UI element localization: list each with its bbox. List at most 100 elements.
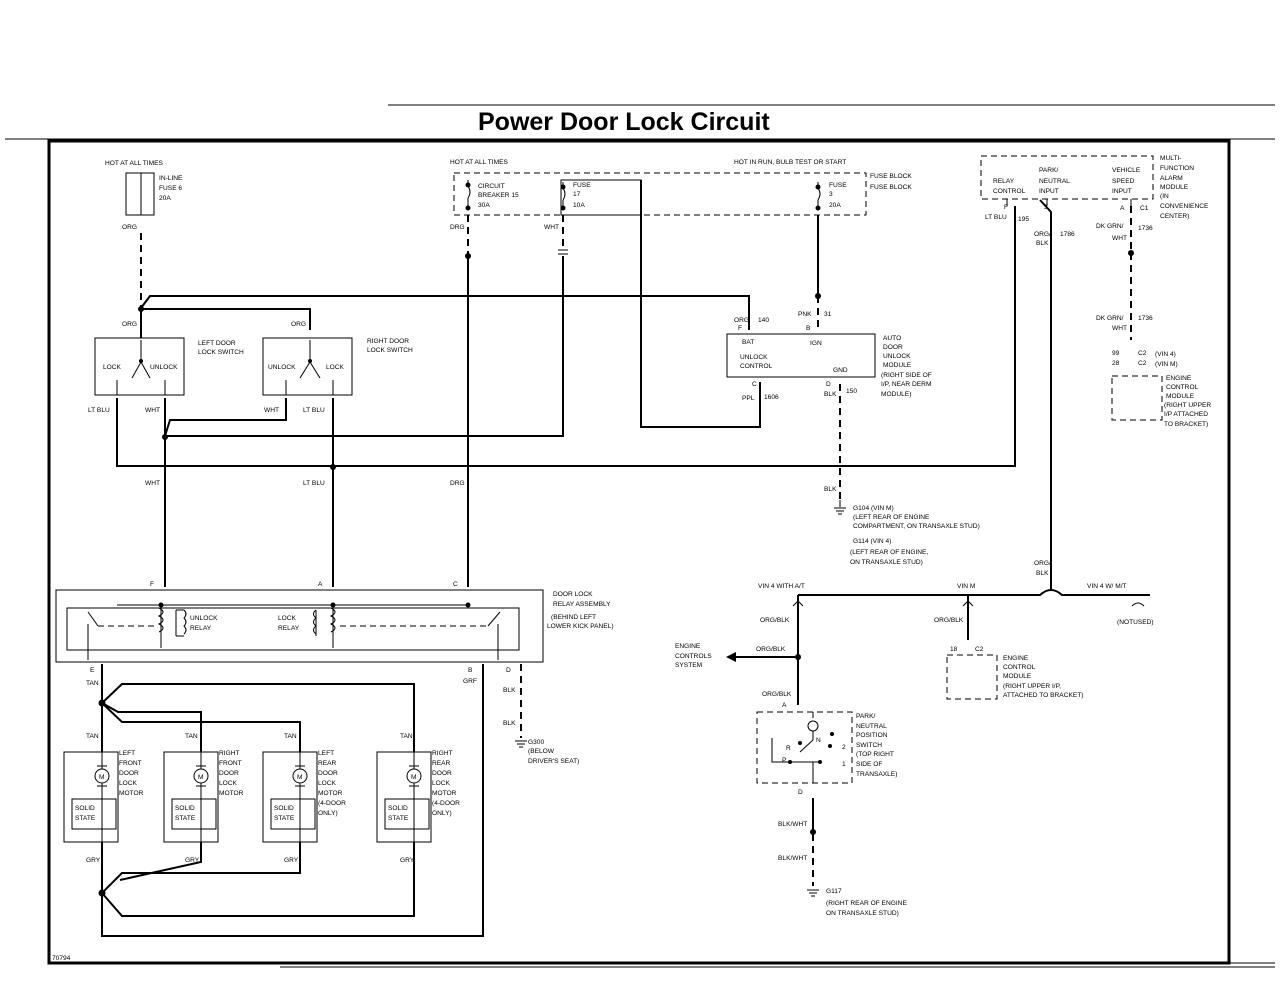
svg-text:195: 195 [1018, 216, 1029, 223]
svg-text:CONTROL: CONTROL [993, 188, 1026, 195]
svg-text:(RIGHT SIDE OF: (RIGHT SIDE OF [881, 372, 932, 379]
ground-g104: BLK G104 (VIN M) (LEFT REAR OF ENGINE CO… [824, 486, 980, 566]
svg-text:RELAY ASSEMBLY: RELAY ASSEMBLY [553, 601, 611, 608]
svg-text:ORG/: ORG/ [1034, 231, 1051, 238]
svg-text:VIN 4 WITH A/T: VIN 4 WITH A/T [758, 583, 805, 590]
wire-label: TAN [284, 733, 297, 740]
svg-text:BLK: BLK [503, 687, 516, 694]
svg-text:C2: C2 [975, 646, 984, 653]
svg-text:RELAY: RELAY [190, 625, 212, 632]
svg-text:VEHICLE: VEHICLE [1112, 167, 1141, 174]
park-neutral-position-switch: A R P N 2 1 PARK/ NEUTRAL POSITION SWITC… [756, 702, 897, 796]
svg-text:PNK: PNK [798, 311, 812, 318]
svg-text:C2: C2 [1138, 350, 1147, 357]
svg-text:FUSE BLOCK: FUSE BLOCK [870, 184, 912, 191]
svg-text:DRG: DRG [450, 224, 465, 231]
svg-text:FUSE 6: FUSE 6 [159, 185, 182, 192]
svg-text:3: 3 [829, 191, 833, 198]
svg-text:A: A [318, 581, 323, 588]
svg-text:WHT: WHT [544, 224, 559, 231]
svg-text:SIDE OF: SIDE OF [856, 761, 882, 768]
svg-text:RIGHT DOOR: RIGHT DOOR [367, 338, 409, 345]
svg-text:RIGHT: RIGHT [219, 750, 240, 757]
svg-text:MODULE: MODULE [1003, 673, 1032, 680]
svg-text:WHT: WHT [1112, 235, 1127, 242]
svg-text:GND: GND [833, 367, 848, 374]
gry-return [101, 842, 415, 917]
svg-text:LOCK: LOCK [318, 780, 337, 787]
svg-text:DOOR: DOOR [219, 770, 239, 777]
engine-control-module-1: DK GRN/ WHT 1736 99 C2 (VIN 4) 28 C2 (VI… [1096, 315, 1211, 428]
auto-door-unlock-module: ORG F 140 PNK B 31 BAT IGN UNLOCK CONTRO… [726, 311, 932, 402]
svg-text:G104 (VIN M): G104 (VIN M) [853, 505, 894, 512]
svg-text:C2: C2 [1138, 360, 1147, 367]
svg-text:HOT AT ALL TIMES: HOT AT ALL TIMES [105, 160, 164, 167]
svg-text:BLK/WHT: BLK/WHT [778, 821, 807, 828]
svg-text:SPEED: SPEED [1112, 178, 1135, 185]
svg-text:1606: 1606 [764, 394, 779, 401]
left-rear-door-lock-motor: M SOLID STATE LEFT REAR DOOR LOCK MOTOR … [262, 750, 346, 843]
wire-label: TAN [400, 733, 413, 740]
wire-label: TAN [86, 680, 99, 687]
svg-text:IGN: IGN [810, 340, 822, 347]
svg-text:(4-DOOR: (4-DOOR [318, 800, 346, 807]
svg-text:SYSTEM: SYSTEM [675, 662, 702, 669]
svg-text:ATTACHED TO BRACKET): ATTACHED TO BRACKET) [1003, 692, 1083, 699]
svg-text:UNLOCK: UNLOCK [740, 354, 768, 361]
svg-text:ORG: ORG [122, 224, 137, 231]
svg-text:WHT: WHT [264, 407, 279, 414]
svg-text:LEFT DOOR: LEFT DOOR [198, 340, 236, 347]
svg-text:ENGINE: ENGINE [675, 643, 701, 650]
svg-text:ORG/BLK: ORG/BLK [762, 691, 792, 698]
wire-label: GRY [284, 857, 299, 864]
svg-text:C: C [453, 581, 458, 588]
svg-text:LOCK: LOCK [119, 780, 138, 787]
svg-text:ENGINE: ENGINE [1003, 655, 1029, 662]
svg-text:ORG: ORG [291, 321, 306, 328]
svg-text:STATE: STATE [274, 815, 295, 822]
svg-text:NEUTRAL: NEUTRAL [856, 723, 887, 730]
wht-wire [165, 256, 564, 437]
svg-text:D: D [506, 667, 511, 674]
svg-text:DRIVER'S SEAT): DRIVER'S SEAT) [528, 758, 579, 765]
svg-text:LOCK SWITCH: LOCK SWITCH [198, 349, 244, 356]
svg-text:FRONT: FRONT [119, 760, 142, 767]
svg-text:G300: G300 [528, 739, 544, 746]
svg-text:E: E [90, 667, 95, 674]
svg-text:R: R [786, 745, 791, 752]
svg-text:REAR: REAR [432, 760, 451, 767]
svg-text:30A: 30A [478, 202, 490, 209]
wire-label: WHT [145, 480, 160, 487]
svg-text:LT BLU: LT BLU [88, 407, 110, 414]
svg-text:UNLOCK: UNLOCK [190, 615, 218, 622]
svg-text:POSITION: POSITION [856, 732, 888, 739]
svg-text:P: P [782, 757, 787, 764]
svg-text:1736: 1736 [1138, 315, 1153, 322]
svg-text:(TOP RIGHT: (TOP RIGHT [856, 751, 894, 758]
svg-text:REAR: REAR [318, 760, 337, 767]
svg-text:DOOR: DOOR [432, 770, 452, 777]
svg-text:LOWER KICK PANEL): LOWER KICK PANEL) [547, 623, 614, 630]
svg-text:20A: 20A [159, 195, 171, 202]
svg-text:LEFT: LEFT [119, 750, 135, 757]
svg-text:A: A [782, 702, 787, 709]
svg-text:LOCK: LOCK [326, 364, 345, 371]
svg-text:PARK/: PARK/ [856, 713, 875, 720]
svg-text:UNLOCK: UNLOCK [150, 364, 178, 371]
svg-text:(VIN 4): (VIN 4) [1155, 351, 1176, 358]
svg-text:B: B [468, 667, 473, 674]
svg-text:BLK: BLK [824, 486, 837, 493]
svg-text:(BEHIND LEFT: (BEHIND LEFT [551, 614, 596, 621]
svg-text:M: M [411, 774, 417, 781]
svg-text:D: D [826, 381, 831, 388]
tan-grf-wires [101, 664, 484, 937]
svg-text:PARK/: PARK/ [1039, 167, 1058, 174]
svg-text:DOOR LOCK: DOOR LOCK [553, 591, 593, 598]
svg-text:(LEFT REAR OF ENGINE: (LEFT REAR OF ENGINE [853, 514, 930, 521]
ground-g117: BLK/WHT BLK/WHT G117 (RIGHT REAR OF ENGI… [778, 821, 907, 917]
svg-text:RELAY: RELAY [278, 625, 300, 632]
svg-text:(IN: (IN [1160, 193, 1169, 200]
park-neutral-wire-split: ORG/ BLK VIN 4 WITH A/T VIN M VIN 4 W/ M… [758, 560, 1154, 640]
svg-text:CIRCUIT: CIRCUIT [478, 183, 505, 190]
svg-text:CENTER): CENTER) [1160, 213, 1189, 220]
